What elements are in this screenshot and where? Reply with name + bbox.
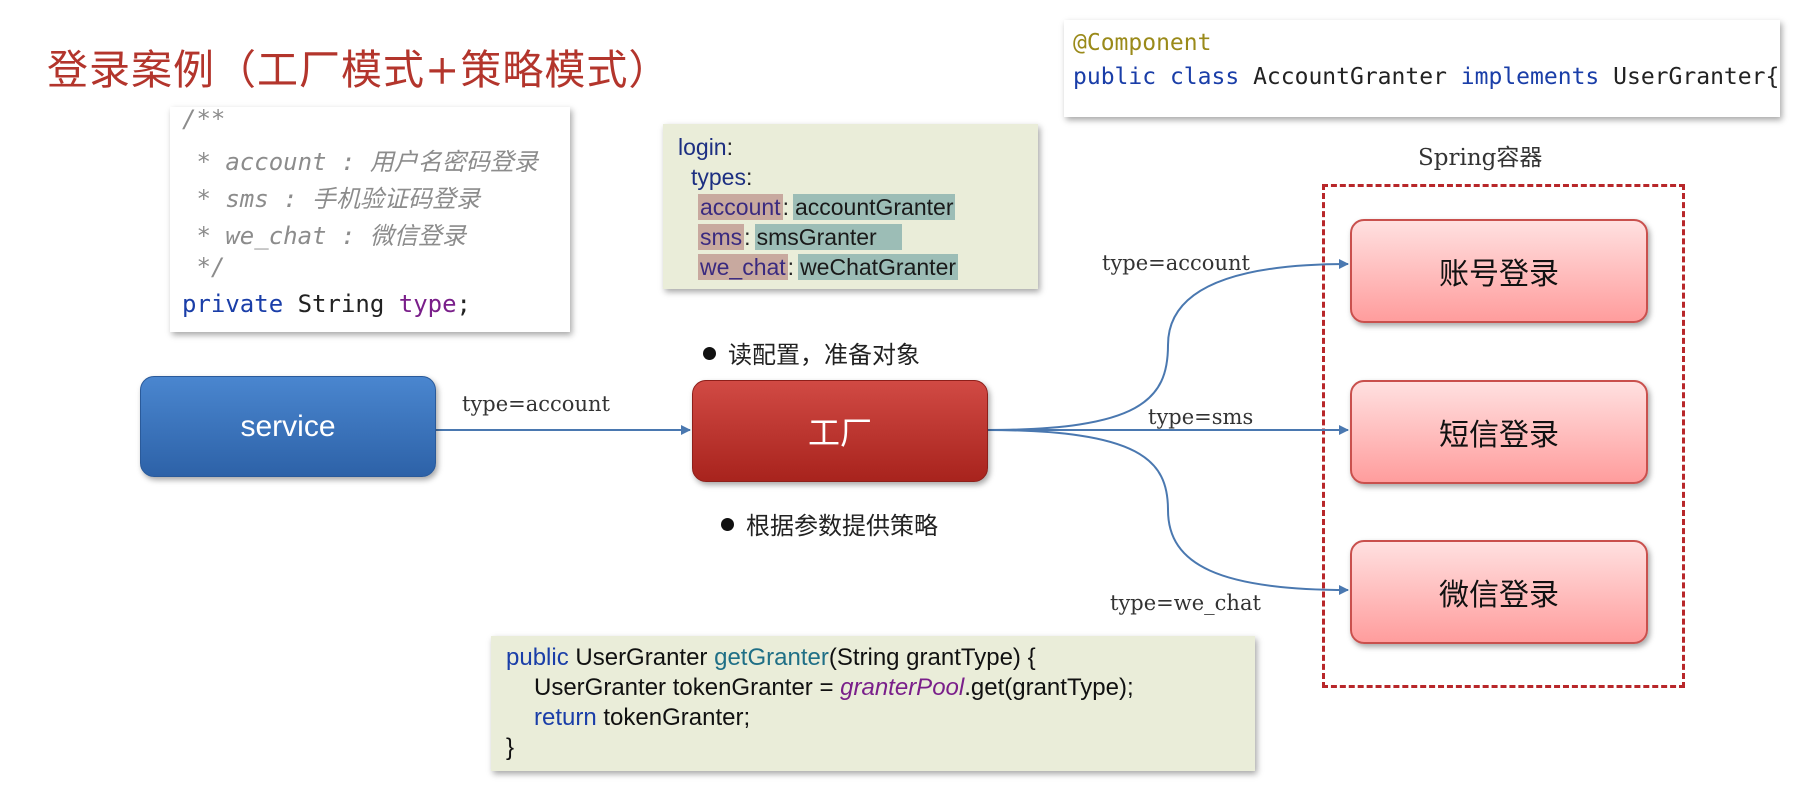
yaml-entry: account:accountGranter xyxy=(698,194,956,221)
comment-line: */ xyxy=(182,253,226,281)
comment-line: /** xyxy=(182,105,226,133)
edge-factory-to-account xyxy=(985,259,1349,431)
comment-key: * account : xyxy=(182,148,370,176)
yaml-entry-key: account xyxy=(698,194,783,220)
interface-name: UserGranter{ xyxy=(1613,64,1780,90)
yaml-login-key: login xyxy=(678,134,727,160)
yaml-entry-key: we_chat xyxy=(698,254,788,280)
comment-line: * account : 用户名密码登录 xyxy=(182,142,538,177)
keyword-implements: implements xyxy=(1460,64,1600,90)
annotation-component: @Component xyxy=(1073,30,1212,56)
field-declaration: private String type; xyxy=(182,290,471,318)
keyword-class: class xyxy=(1169,64,1240,90)
comment-desc: 手机验证码登录 xyxy=(312,185,481,213)
bullet-read-config: 读配置，准备对象 xyxy=(703,335,920,370)
keyword-private: private xyxy=(182,290,284,318)
yaml-entry: we_chat:weChatGranter xyxy=(698,254,959,281)
sms-login-node: 短信登录 xyxy=(1350,380,1648,484)
yaml-colon: : xyxy=(726,134,733,160)
edge-label-account: type=account xyxy=(1102,251,1250,275)
comment-key: * sms : xyxy=(182,185,313,213)
class-declaration: public class AccountGranter implements U… xyxy=(1073,64,1779,90)
comment-code-block: /** * account : 用户名密码登录 * sms : 手机验证码登录 … xyxy=(170,105,570,332)
method-name: getGranter xyxy=(714,644,829,671)
closing-brace: } xyxy=(506,734,515,761)
keyword-return: return xyxy=(534,704,597,731)
component-code-block: @Component public class AccountGranter i… xyxy=(1064,20,1780,117)
comment-desc: 微信登录 xyxy=(369,222,466,250)
method-params: (String grantType) { xyxy=(828,644,1036,671)
comment-line: * sms : 手机验证码登录 xyxy=(182,179,480,214)
comment-desc: 用户名密码登录 xyxy=(369,148,538,176)
yaml-entry-value: smsGranter xyxy=(754,224,902,250)
bullet-dot xyxy=(703,347,716,360)
yaml-types-key: types xyxy=(691,164,746,190)
method-code-block: public UserGranter getGranter(String gra… xyxy=(491,636,1255,771)
edge-label-wechat: type=we_chat xyxy=(1110,591,1261,615)
method-return-line: return tokenGranter; xyxy=(534,704,750,732)
yaml-colon: : xyxy=(782,194,789,220)
spring-container-label: Spring容器 xyxy=(1418,145,1543,171)
granter-pool: granterPool xyxy=(840,674,965,701)
yaml-entry: sms:smsGranter xyxy=(698,224,902,251)
factory-node: 工厂 xyxy=(692,380,988,482)
yaml-colon: : xyxy=(745,164,753,190)
yaml-types-line: types: xyxy=(691,164,752,191)
edge-label-service-factory: type=account xyxy=(462,392,610,416)
bullet-text: 读配置，准备对象 xyxy=(728,341,920,369)
semicolon: ; xyxy=(456,290,471,318)
class-name: AccountGranter xyxy=(1253,64,1447,90)
yaml-entry-value: weChatGranter xyxy=(798,254,959,280)
field-type: String xyxy=(283,290,399,318)
bullet-dot xyxy=(721,518,734,531)
return-type: UserGranter xyxy=(568,644,715,671)
yaml-entry-key: sms xyxy=(698,224,745,250)
method-body-line: UserGranter tokenGranter = granterPool.g… xyxy=(534,674,1134,702)
service-node: service xyxy=(140,376,436,477)
keyword-public: public xyxy=(506,644,569,671)
yaml-colon: : xyxy=(787,254,795,280)
account-login-node: 账号登录 xyxy=(1350,219,1648,323)
page-title: 登录案例（工厂模式+策略模式） xyxy=(47,46,671,94)
return-value: tokenGranter; xyxy=(596,704,751,731)
wechat-login-node: 微信登录 xyxy=(1350,540,1648,644)
edge-label-sms: type=sms xyxy=(1148,405,1254,429)
yaml-colon: : xyxy=(744,224,751,250)
assignment-right: .get(grantType); xyxy=(964,674,1134,701)
method-signature: public UserGranter getGranter(String gra… xyxy=(506,644,1036,672)
field-name: type xyxy=(398,290,457,318)
keyword-public: public xyxy=(1073,64,1157,90)
bullet-text: 根据参数提供策略 xyxy=(746,512,938,540)
bullet-provide-strategy: 根据参数提供策略 xyxy=(721,506,938,541)
comment-line: * we_chat : 微信登录 xyxy=(182,216,466,251)
edge-factory-to-wechat xyxy=(985,429,1349,595)
yaml-login-line: login: xyxy=(678,134,733,161)
yaml-entry-value: accountGranter xyxy=(792,194,956,220)
yaml-config-block: login: types: account:accountGranter sms… xyxy=(663,124,1038,289)
spring-container xyxy=(1322,184,1685,688)
comment-key: * we_chat : xyxy=(182,222,370,250)
assignment-left: UserGranter tokenGranter = xyxy=(534,674,841,701)
